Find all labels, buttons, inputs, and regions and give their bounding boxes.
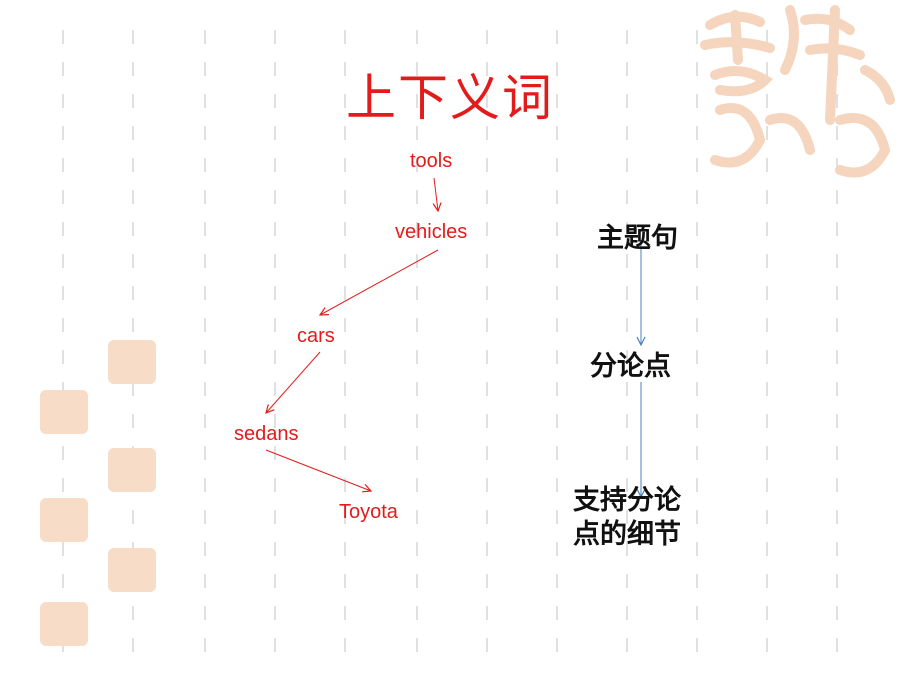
hierarchy-node-tools: tools	[410, 150, 453, 172]
arrow-tools-vehicles	[434, 177, 438, 211]
seal-decoration-icon	[108, 448, 156, 492]
seal-decoration-icon	[40, 390, 88, 434]
seal-decoration-icon	[40, 498, 88, 542]
hierarchy-node-sedans: sedans	[234, 423, 299, 445]
seal-decoration-icon	[108, 548, 156, 592]
structure-node-sub-point: 分论点	[590, 351, 671, 382]
structure-node-supporting-details: 支持分论 点的细节	[573, 485, 681, 550]
slide-title: 上下义词	[346, 69, 554, 127]
hierarchy-node-vehicles: vehicles	[395, 221, 468, 243]
hierarchy-node-cars: cars	[297, 325, 335, 347]
structure-node-topic-sentence: 主题句	[597, 223, 678, 254]
hierarchy-node-toyota: Toyota	[339, 501, 398, 523]
arrow-vehicles-cars	[320, 249, 439, 315]
calligraphy-decoration-icon	[700, 5, 895, 178]
seal-decoration-icon	[108, 340, 156, 384]
arrow-sedans-toyota	[265, 449, 371, 491]
arrow-cars-sedans	[266, 351, 321, 413]
seal-decoration-icon	[40, 602, 88, 646]
